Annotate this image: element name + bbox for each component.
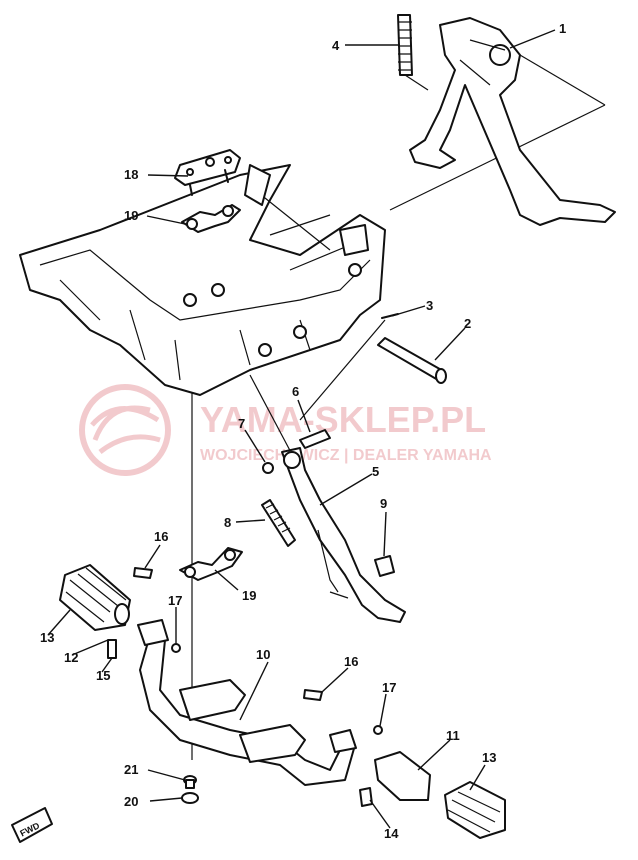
side-stand xyxy=(281,447,406,623)
callout-20: 20 xyxy=(124,794,138,809)
pivot-shaft xyxy=(377,337,447,384)
callout-12: 12 xyxy=(64,650,78,665)
right-footrest-pin xyxy=(303,689,323,701)
callout-13-left: 13 xyxy=(40,630,54,645)
left-footrest-spring xyxy=(107,639,117,659)
callout-8: 8 xyxy=(224,515,231,530)
frame xyxy=(19,164,386,396)
footrest-bar xyxy=(139,634,356,786)
callout-17-left: 17 xyxy=(168,593,182,608)
callout-16-left: 16 xyxy=(154,529,168,544)
top-bracket xyxy=(174,149,241,196)
callout-15: 15 xyxy=(96,668,110,683)
callout-7: 7 xyxy=(238,416,245,431)
callout-6: 6 xyxy=(292,384,299,399)
lower-washer xyxy=(181,792,199,804)
right-footrest-cotter xyxy=(373,725,383,735)
top-damper xyxy=(181,204,241,233)
callout-1: 1 xyxy=(559,21,566,36)
main-stand xyxy=(409,17,616,226)
callout-16-right: 16 xyxy=(344,654,358,669)
callout-21: 21 xyxy=(124,762,138,777)
callout-10: 10 xyxy=(256,647,270,662)
main-stand-spring xyxy=(397,14,429,91)
lower-damper xyxy=(179,547,243,581)
side-stand-nut xyxy=(262,462,274,474)
callout-11: 11 xyxy=(446,728,460,743)
side-stand-bolt xyxy=(299,429,331,449)
leader-lines xyxy=(47,29,556,829)
fwd-direction-badge: FWD xyxy=(11,807,53,843)
callout-18: 18 xyxy=(124,167,138,182)
watermark-logo-icon xyxy=(79,384,171,476)
callout-3: 3 xyxy=(426,298,433,313)
callout-9: 9 xyxy=(380,496,387,511)
callout-19-top: 19 xyxy=(124,208,138,223)
callout-5: 5 xyxy=(372,464,379,479)
right-footrest xyxy=(329,729,506,839)
left-footrest-cotter xyxy=(171,643,181,653)
side-stand-rubber xyxy=(374,555,395,577)
side-stand-spring xyxy=(261,499,296,547)
lower-bolt xyxy=(183,775,197,789)
watermark-subtitle: WOJCIECHOWICZ | DEALER YAMAHA xyxy=(200,447,492,464)
callout-17-right: 17 xyxy=(382,680,396,695)
callouts: 1 2 3 4 5 6 7 8 9 10 11 12 13 13 14 15 1… xyxy=(40,21,566,841)
callout-2: 2 xyxy=(464,316,471,331)
callout-4: 4 xyxy=(332,38,340,53)
right-footrest-spring xyxy=(359,787,373,807)
callout-19-bottom: 19 xyxy=(242,588,256,603)
left-footrest xyxy=(59,564,169,646)
callout-14: 14 xyxy=(384,826,399,841)
callout-13-right: 13 xyxy=(482,750,496,765)
left-footrest-pin xyxy=(133,567,153,579)
